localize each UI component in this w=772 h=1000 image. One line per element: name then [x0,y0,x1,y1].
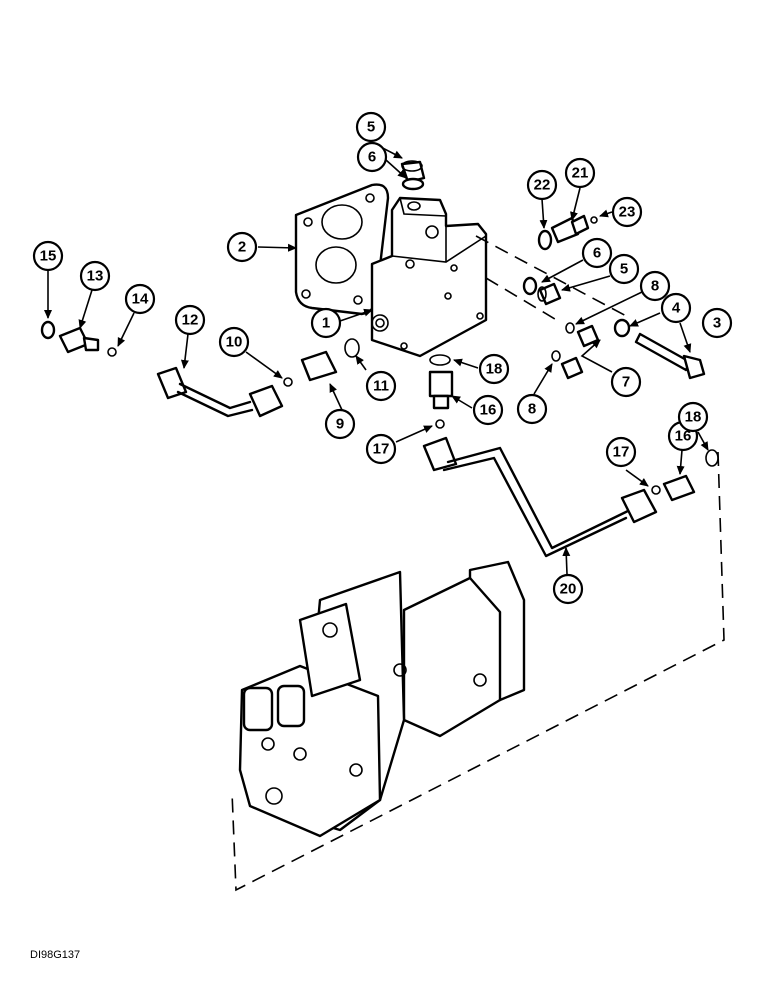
svg-text:22: 22 [534,177,551,194]
fitting-13-part [40,320,117,357]
svg-text:5: 5 [620,261,628,278]
callout-8-lower: 8 [516,393,548,425]
callout-5-top: 5 [355,111,387,143]
callout-17-right: 17 [605,436,637,468]
callout-22: 22 [526,169,558,201]
svg-text:1: 1 [322,315,330,332]
tube-20-part [422,436,719,558]
callout-6-right: 6 [581,237,613,269]
callout-4: 4 [660,292,692,324]
svg-text:6: 6 [593,245,601,262]
plugs-7-8-part [551,322,600,380]
svg-text:3: 3 [713,315,721,332]
callout-17-center: 17 [365,433,397,465]
leader-lines [44,142,709,575]
callout-11: 11 [365,370,397,402]
callout-23: 23 [611,196,643,228]
callout-12: 12 [174,304,206,336]
svg-text:7: 7 [622,374,630,391]
svg-text:11: 11 [373,378,389,395]
svg-text:8: 8 [528,401,536,418]
pump-assembly-part [238,560,526,838]
svg-text:18: 18 [685,409,702,426]
svg-text:16: 16 [675,428,692,445]
top-plug-part [400,160,426,191]
fitting-21-part [537,214,598,251]
svg-text:15: 15 [40,248,57,265]
svg-text:13: 13 [87,268,104,285]
svg-text:6: 6 [368,149,376,166]
svg-text:20: 20 [560,581,577,598]
svg-text:2: 2 [238,239,246,256]
callout-18-center: 18 [478,353,510,385]
svg-text:8: 8 [651,278,659,295]
callout-3: 3 [701,307,733,339]
valve-body-part [370,196,488,358]
svg-text:17: 17 [613,444,630,461]
fitting-5-6-right-part [522,276,562,306]
callout-6-top: 6 [356,141,388,173]
svg-text:12: 12 [182,312,199,329]
callout-10: 10 [218,326,250,358]
svg-text:5: 5 [367,119,375,136]
pump-boundary-line [231,451,725,892]
callout-21: 21 [564,157,596,189]
callout-2: 2 [226,231,258,263]
svg-text:23: 23 [619,204,636,221]
callout-14: 14 [124,283,156,315]
svg-text:10: 10 [226,334,243,351]
fitting-9-part [283,338,360,387]
svg-text:21: 21 [572,165,589,182]
callout-7: 7 [610,366,642,398]
svg-text:18: 18 [486,361,503,378]
callout-20: 20 [552,573,584,605]
fitting-16-center-part [428,354,454,429]
callout-1: 1 [310,307,342,339]
callout-8-upper: 8 [639,270,671,302]
bolt-3-part [613,318,706,380]
svg-text:14: 14 [132,291,149,308]
callout-18-right: 18 [677,401,709,433]
callout-16-center: 16 [472,394,504,426]
alignment-line [485,277,561,323]
svg-text:4: 4 [672,300,681,317]
svg-text:16: 16 [480,402,497,419]
callout-15: 15 [32,240,64,272]
callout-9: 9 [324,408,356,440]
svg-text:17: 17 [373,441,390,458]
svg-text:9: 9 [336,416,344,433]
callout-5-right: 5 [608,253,640,285]
tube-12-part [156,366,284,418]
figure-id: DI98G137 [30,949,80,961]
alignment-line [475,235,631,319]
callout-13: 13 [79,260,111,292]
